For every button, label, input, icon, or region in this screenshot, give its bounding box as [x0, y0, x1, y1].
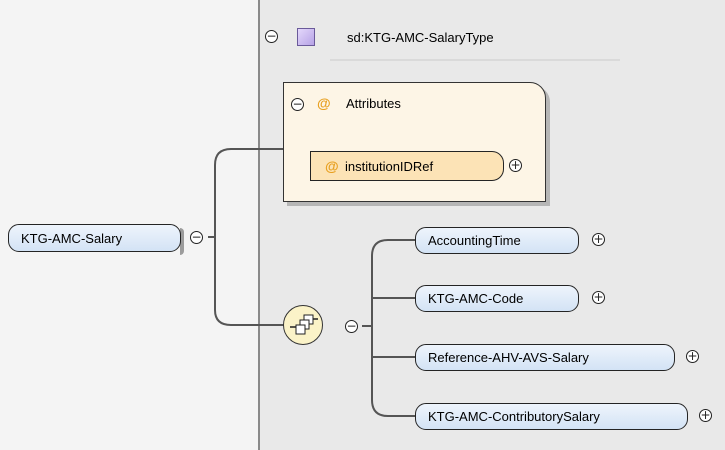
child-expand-icon[interactable]: + [699, 408, 712, 422]
attribute-group-at-icon: @ [317, 95, 331, 111]
type-name-label: sd:KTG-AMC-SalaryType [347, 30, 494, 45]
complex-type-icon [297, 28, 315, 46]
child-element-ktg-amc-code[interactable]: KTG-AMC-Code [415, 285, 582, 315]
child-element-label: KTG-AMC-ContributorySalary [428, 409, 600, 424]
child-element-accountingtime[interactable]: AccountingTime [415, 227, 582, 257]
type-collapse-icon[interactable]: − [265, 29, 278, 43]
attributes-title: Attributes [346, 96, 401, 111]
child-element-reference-ahv-avs-salary[interactable]: Reference-AHV-AVS-Salary [415, 344, 678, 374]
child-element-label: AccountingTime [428, 233, 521, 248]
child-element-ktg-amc-contributorysalary[interactable]: KTG-AMC-ContributorySalary [415, 403, 691, 433]
attributes-collapse-icon[interactable]: − [291, 97, 304, 111]
sequence-branch-line [371, 239, 415, 417]
child-expand-icon[interactable]: + [592, 232, 605, 246]
sequence-collapse-icon[interactable]: − [345, 319, 358, 333]
attributes-panel [283, 82, 546, 202]
complex-type-panel [258, 0, 725, 450]
root-element-node[interactable]: KTG-AMC-Salary [8, 224, 184, 255]
child-element-label: Reference-AHV-AVS-Salary [428, 350, 589, 365]
attribute-name: institutionIDRef [345, 158, 434, 174]
attribute-expand-icon[interactable]: + [509, 158, 522, 172]
root-element-label: KTG-AMC-Salary [21, 230, 123, 246]
root-to-sequence-line [214, 237, 284, 326]
root-to-attributes-line [208, 148, 283, 238]
sequence-compositor[interactable] [283, 305, 323, 345]
root-collapse-icon[interactable]: − [190, 230, 203, 244]
child-expand-icon[interactable]: + [592, 290, 605, 304]
sequence-icon [290, 314, 318, 335]
child-expand-icon[interactable]: + [686, 349, 699, 363]
attribute-at-icon: @ [325, 158, 339, 174]
child-element-label: KTG-AMC-Code [428, 291, 524, 306]
attribute-node[interactable]: @ institutionIDRef [310, 151, 504, 181]
